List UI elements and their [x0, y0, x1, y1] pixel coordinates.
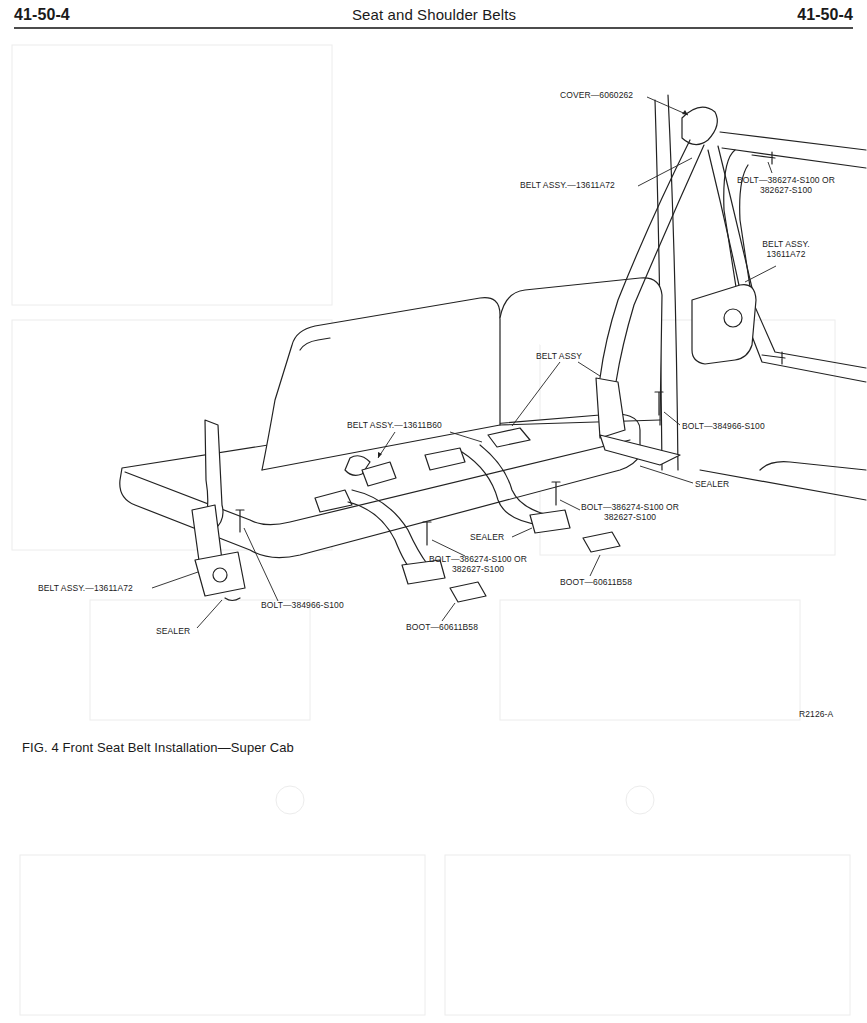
part-label: BELT ASSY. 13611A72: [754, 239, 818, 259]
page-number: 41-50-4: [797, 5, 853, 24]
figure-code: R2126-A: [799, 709, 833, 719]
part-label: BOOT—60611B58: [560, 577, 632, 587]
part-label: BELT ASSY.—13611A72: [520, 180, 615, 190]
page-number: 41-50-4: [14, 5, 70, 24]
part-label: BELT ASSY.—13611A72: [38, 583, 133, 593]
page-title: Seat and Shoulder Belts: [352, 6, 516, 24]
part-label: BOLT—384966-S100: [261, 600, 344, 610]
part-label: BOOT—60611B58: [406, 622, 478, 632]
part-label: SEALER: [156, 626, 190, 636]
part-label: COVER—6060262: [560, 90, 633, 100]
part-label: BOLT—386274-S100 OR 382627-S100: [424, 554, 532, 574]
part-label: BELT ASSY: [536, 351, 582, 361]
part-label: BOLT—384966-S100: [682, 421, 765, 431]
part-label: BOLT—386274-S100 OR 382627-S100: [580, 502, 680, 522]
part-label: BELT ASSY.—13611B60: [347, 420, 442, 430]
part-label: BOLT—386274-S100 OR 382627-S100: [736, 175, 836, 195]
part-label: SEALER: [695, 479, 729, 489]
part-label: SEALER: [470, 532, 504, 542]
figure-caption: FIG. 4 Front Seat Belt Installation—Supe…: [22, 740, 294, 756]
